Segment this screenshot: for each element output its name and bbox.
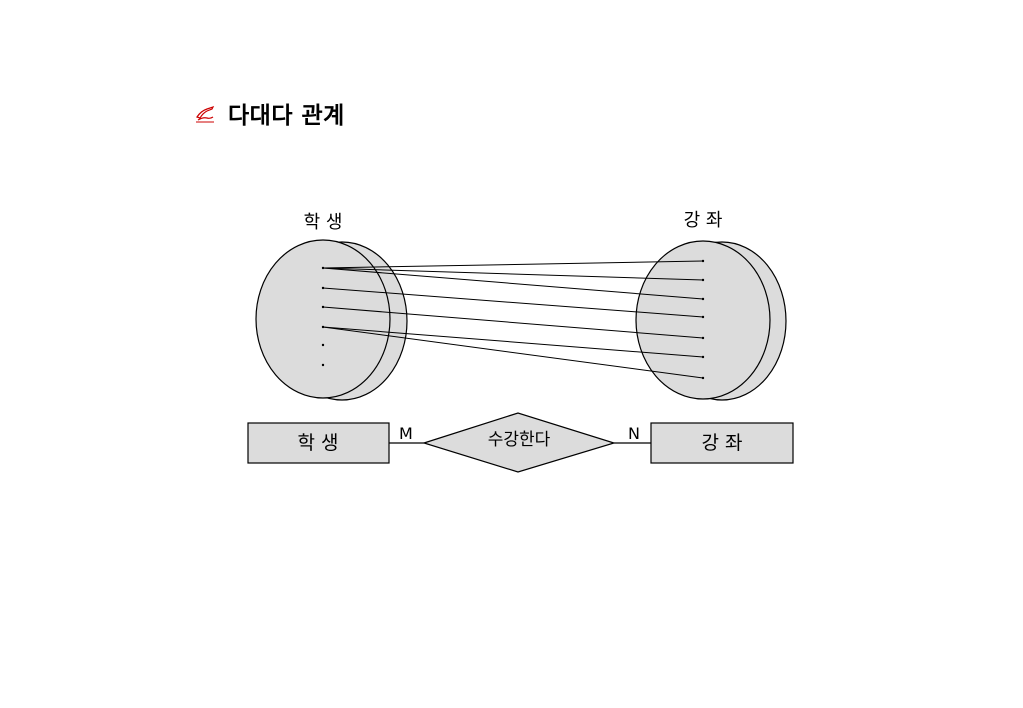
- left-member-dot: [321, 286, 325, 290]
- relation-link: [322, 306, 704, 339]
- er-diagram: 학 생 M 수강한다 N 강 좌: [247, 412, 794, 473]
- cardinality-m: M: [399, 424, 413, 443]
- entity-student-label: 학 생: [298, 432, 339, 454]
- right-member-dot: [701, 297, 705, 301]
- right-set-label: 강 좌: [684, 210, 723, 231]
- title-row: 다대다 관계: [194, 96, 345, 130]
- left-members: [321, 266, 325, 367]
- writing-hand-icon: [196, 105, 215, 123]
- left-set-label: 학 생: [304, 212, 343, 233]
- relationship-label: 수강한다: [488, 430, 551, 450]
- right-set-front: [635, 240, 771, 400]
- entity-course-box: [650, 422, 794, 464]
- links-layer: [322, 260, 704, 379]
- entity-course-label: 강 좌: [702, 432, 743, 454]
- right-member-dot: [701, 259, 705, 263]
- right-member-dot: [701, 355, 705, 359]
- entity-student-box: [247, 422, 390, 464]
- left-member-dot: [321, 266, 325, 270]
- relation-link: [322, 267, 704, 300]
- relation-link: [322, 267, 704, 281]
- left-member-dot: [321, 325, 325, 329]
- right-set: [635, 240, 787, 401]
- left-member-dot: [321, 363, 325, 367]
- right-member-dot: [701, 278, 705, 282]
- right-members: [701, 259, 705, 380]
- page-title: 다대다 관계: [228, 103, 345, 129]
- right-member-dot: [701, 315, 705, 319]
- left-set-front: [255, 239, 391, 399]
- relation-link: [322, 326, 704, 358]
- left-member-dot: [321, 305, 325, 309]
- left-member-dot: [321, 343, 325, 347]
- right-member-dot: [701, 336, 705, 340]
- left-set: [255, 239, 408, 401]
- relation-link: [322, 287, 704, 318]
- right-member-dot: [701, 376, 705, 380]
- cardinality-n: N: [628, 424, 640, 443]
- relation-link: [322, 326, 704, 379]
- relation-link: [322, 260, 704, 269]
